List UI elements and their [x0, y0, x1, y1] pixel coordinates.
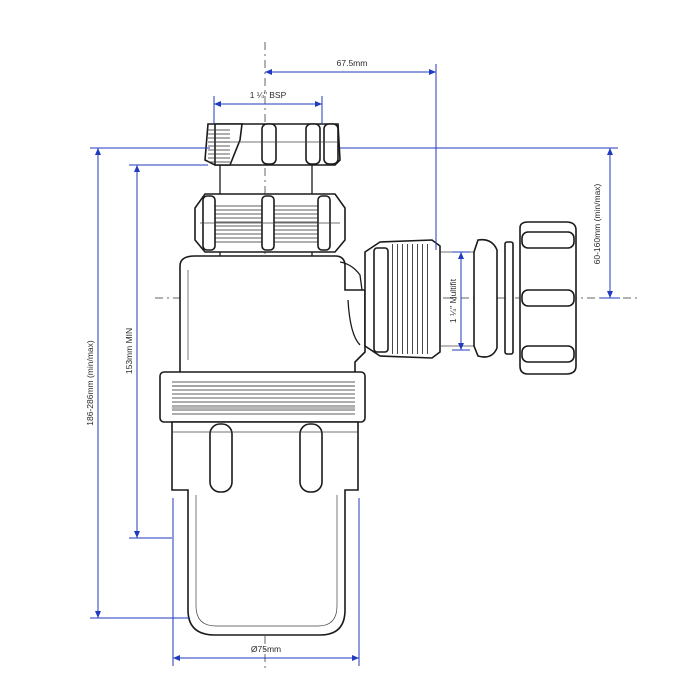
- lower-ring: [159, 371, 366, 423]
- outlet-seal: [473, 238, 514, 358]
- dim-label-diameter: Ø75mm: [251, 644, 281, 654]
- dim-outlet-range: 60-160mm (min/max): [340, 147, 620, 299]
- dim-label-outlet-range: 60-160mm (min/max): [592, 183, 602, 264]
- bottle-cup: [171, 421, 359, 636]
- bottle-body: [179, 255, 366, 379]
- dim-min-height: 153mm MIN: [124, 164, 208, 539]
- inlet-nut: [204, 123, 341, 166]
- outlet-spigot: [364, 239, 475, 359]
- multifit-nut: [519, 221, 577, 375]
- upper-collar: [194, 193, 346, 253]
- dim-offset-67-5: 67.5mm: [265, 58, 437, 250]
- dim-bottle-diameter: Ø75mm: [172, 498, 360, 666]
- dim-label-overall: 186-286mm (min/max): [85, 340, 95, 426]
- dim-label-67-5: 67.5mm: [337, 58, 368, 68]
- dim-inlet-bsp: 1 ¼" BSP: [213, 90, 323, 124]
- dim-outlet-multifit: 1 ¼" Multifit: [448, 251, 470, 351]
- dim-label-bsp: 1 ¼" BSP: [250, 90, 287, 100]
- dim-label-multifit: 1 ¼" Multifit: [448, 278, 458, 323]
- dim-label-min: 153mm MIN: [124, 328, 134, 374]
